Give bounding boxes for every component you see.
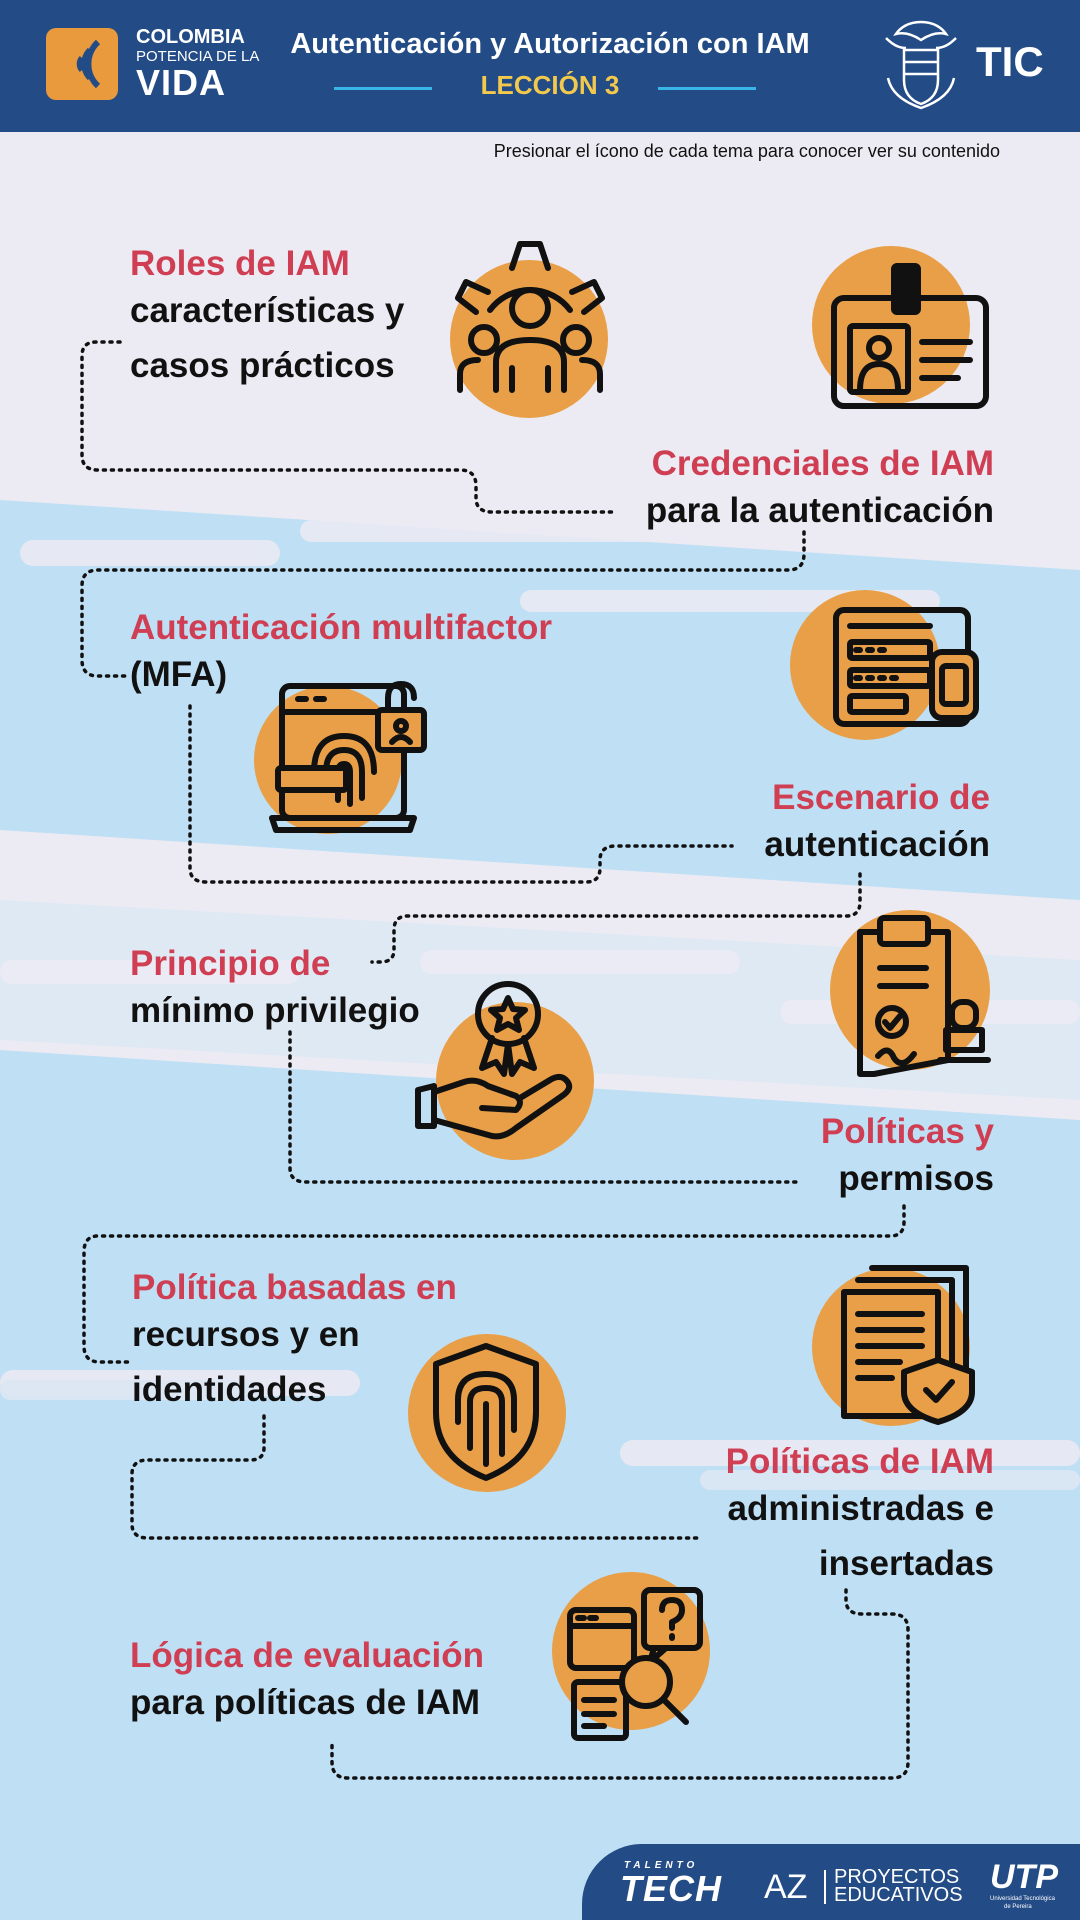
award-hand-icon[interactable]: [412, 978, 602, 1164]
topic-subtitle-line: características y: [130, 291, 405, 330]
colombia-logo-icon: [46, 28, 118, 100]
login-form-icon[interactable]: [790, 590, 990, 740]
topic-subtitle-line: para la autenticación: [645, 491, 994, 530]
tic-label: TIC: [976, 38, 1044, 85]
topic-politicas-permisos[interactable]: Políticas y permisos: [640, 1108, 994, 1202]
topic-subtitle-line: identidades: [132, 1370, 327, 1409]
brand-line-2: POTENCIA DE LA: [136, 48, 260, 65]
topic-subtitle-line: (MFA): [130, 655, 228, 694]
shield-fingerprint-icon[interactable]: [406, 1330, 576, 1494]
topic-title: Políticas y: [820, 1112, 994, 1151]
topic-subtitle-line: para políticas de IAM: [130, 1683, 481, 1722]
topic-title: Escenario de: [772, 778, 990, 817]
topic-escenario-autenticacion[interactable]: Escenario de autenticación: [640, 774, 990, 868]
topic-minimo-privilegio[interactable]: Principio de mínimo privilegio: [130, 940, 470, 1034]
topic-subtitle-line: mínimo privilegio: [130, 991, 420, 1030]
header-bar: COLOMBIA POTENCIA DE LA VIDA Autenticaci…: [0, 0, 1080, 132]
topic-subtitle-line: administradas e: [727, 1489, 995, 1528]
instruction-text: Presionar el ícono de cada tema para con…: [493, 141, 1000, 161]
topic-subtitle-line: autenticación: [764, 825, 990, 864]
title-rule-right: [658, 87, 756, 90]
brand-line-3: VIDA: [136, 62, 227, 103]
team-gear-icon[interactable]: [450, 240, 610, 420]
utp-sub-2: de Pereira: [1004, 1904, 1032, 1910]
brand-line-1: COLOMBIA: [136, 26, 245, 48]
signed-document-icon[interactable]: [830, 910, 1000, 1080]
lesson-label: LECCIÓN 3: [480, 70, 620, 100]
topic-subtitle-line: permisos: [838, 1159, 994, 1198]
proyectos-label: PROYECTOS: [834, 1866, 960, 1888]
fingerprint-lock-icon[interactable]: [254, 676, 434, 836]
topic-title: Principio de: [130, 944, 331, 983]
page-title: Autenticación y Autorización con IAM: [290, 28, 810, 60]
title-rule-left: [334, 87, 432, 90]
topic-logica-evaluacion[interactable]: Lógica de evaluación para políticas de I…: [130, 1632, 570, 1726]
search-question-icon[interactable]: [550, 1570, 720, 1750]
topic-subtitle-line: insertadas: [818, 1544, 994, 1583]
policy-shield-icon[interactable]: [808, 1262, 988, 1426]
talento-top-label: TALENTO: [624, 1860, 699, 1871]
footer-divider: [824, 1870, 826, 1904]
topic-title: Credenciales de IAM: [651, 444, 994, 483]
topic-title: Roles de IAM: [130, 244, 350, 283]
topic-credenciales-iam[interactable]: Credenciales de IAM para la autenticació…: [580, 440, 994, 534]
topic-title: Lógica de evaluación: [130, 1636, 484, 1675]
coat-of-arms-icon: [885, 20, 957, 110]
topic-title: Autenticación multifactor: [130, 608, 552, 647]
topic-politica-recursos-identidades[interactable]: Política basadas en recursos y en identi…: [132, 1264, 512, 1413]
utp-sub-1: Universidad Tecnológica: [990, 1896, 1055, 1902]
topic-title: Política basadas en: [132, 1268, 457, 1307]
az-logo: AZ: [764, 1868, 808, 1906]
footer-bar: TALENTO TECH AZ PROYECTOS EDUCATIVOS UTP…: [582, 1844, 1080, 1920]
topic-subtitle-line: casos prácticos: [130, 346, 395, 385]
topic-politicas-administradas-insertadas[interactable]: Políticas de IAM administradas e inserta…: [620, 1438, 994, 1587]
topic-subtitle-line: recursos y en: [132, 1315, 360, 1354]
topic-roles-iam[interactable]: Roles de IAM características y casos prá…: [130, 240, 470, 389]
educativos-label: EDUCATIVOS: [834, 1884, 963, 1906]
id-badge-icon[interactable]: [810, 246, 990, 411]
talento-tech-logo: TECH: [620, 1868, 722, 1909]
utp-logo: UTP: [990, 1858, 1058, 1896]
topic-title: Políticas de IAM: [725, 1442, 994, 1481]
topic-mfa[interactable]: Autenticación multifactor (MFA): [130, 604, 610, 698]
